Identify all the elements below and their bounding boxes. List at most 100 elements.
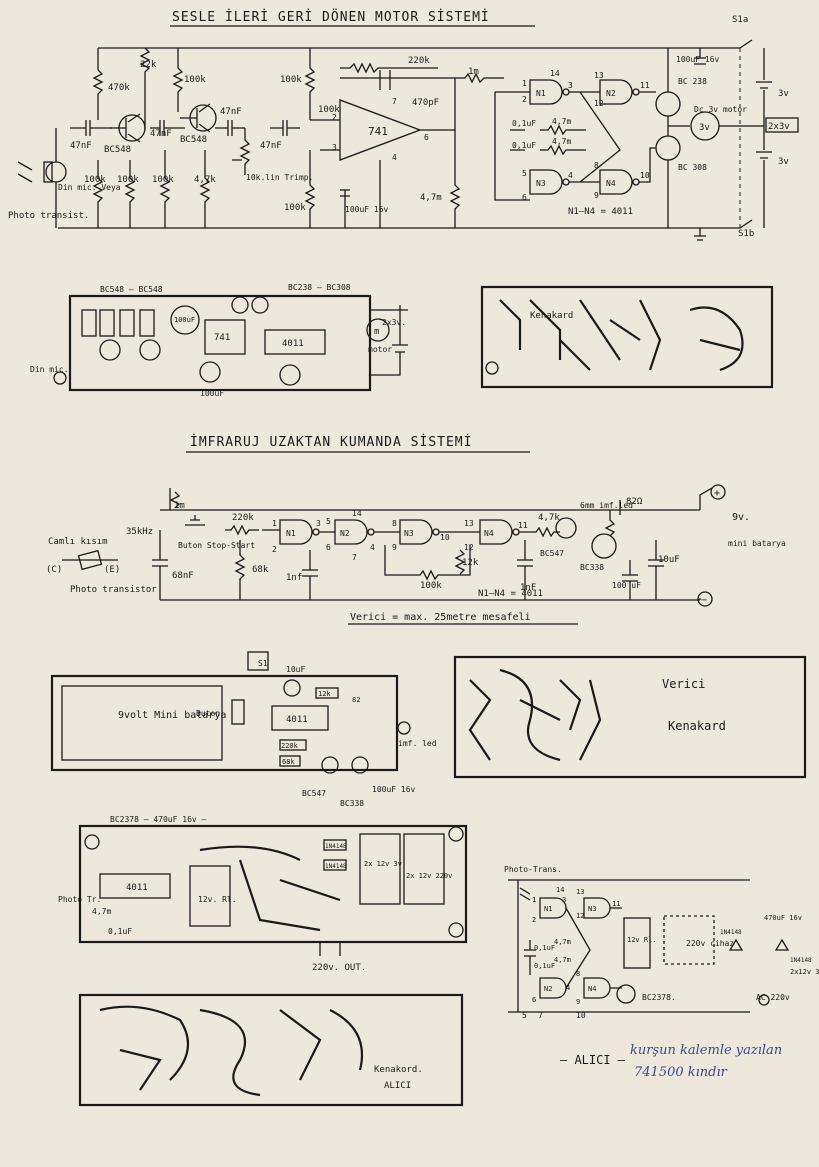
svg-text:2: 2 [332,113,337,122]
svg-text:N3: N3 [536,179,546,188]
svg-text:6: 6 [424,133,429,142]
svg-text:N1: N1 [536,89,546,98]
svg-text:82Ω: 82Ω [626,497,643,507]
svg-text:6: 6 [326,543,331,552]
svg-text:N1–N4 = 4011: N1–N4 = 4011 [568,207,633,217]
svg-text:7: 7 [352,553,357,562]
svg-text:N2: N2 [606,89,616,98]
svg-text:68nF: 68nF [172,571,194,581]
svg-text:BC338: BC338 [580,563,604,572]
svg-text:4: 4 [566,984,570,992]
svg-text:BC2378.: BC2378. [642,993,676,1002]
svg-text:0,1uF: 0,1uF [534,962,555,970]
svg-text:(E): (E) [104,565,120,575]
motor-pcb: Kenakard [480,285,774,389]
svg-text:14: 14 [550,69,560,78]
svg-text:N1–N4 = 4011: N1–N4 = 4011 [478,589,543,599]
svg-text:220v cihaz: 220v cihaz [686,939,734,948]
svg-text:Buton Stop-Start: Buton Stop-Start [178,541,255,550]
svg-text:4: 4 [370,543,375,552]
svg-text:100uF: 100uF [200,389,224,398]
svg-text:1nF: 1nF [520,583,536,593]
svg-text:8: 8 [576,970,580,978]
svg-text:1: 1 [522,79,527,88]
svg-text:741: 741 [368,125,388,138]
svg-text:47nF: 47nF [260,141,282,151]
pencil-note-line1: kurşun kalemle yazılan [630,1043,782,1058]
svg-text:7: 7 [538,1011,543,1020]
svg-text:2: 2 [272,545,277,554]
svg-text:220k: 220k [232,513,254,523]
svg-text:47nF: 47nF [220,107,242,117]
svg-text:9: 9 [594,191,599,200]
svg-text:9v.: 9v. [732,512,750,523]
svg-text:7: 7 [392,97,397,106]
svg-text:4,7m: 4,7m [552,137,571,146]
svg-text:4,7m: 4,7m [420,193,442,203]
svg-text:N1: N1 [286,529,296,538]
svg-text:BC 238: BC 238 [678,77,707,86]
svg-text:0,1uF: 0,1uF [108,927,132,936]
svg-text:BC548 – BC548: BC548 – BC548 [100,285,163,294]
svg-text:1: 1 [272,519,277,528]
svg-text:470k: 470k [108,83,130,93]
svg-text:6mm imf.led: 6mm imf.led [580,501,633,510]
svg-text:220v. OUT.: 220v. OUT. [312,963,366,973]
svg-text:12v Rl.: 12v Rl. [627,936,657,944]
svg-text:S1: S1 [258,659,268,668]
svg-text:2x12v 3v.: 2x12v 3v. [790,968,819,976]
svg-text:3: 3 [332,143,337,152]
svg-text:mini batarya: mini batarya [728,539,786,548]
svg-text:100k: 100k [184,75,206,85]
svg-text:220k: 220k [408,56,430,66]
svg-text:82: 82 [352,696,360,704]
svg-text:3: 3 [568,81,573,90]
svg-text:4,7m: 4,7m [554,956,571,964]
svg-text:11: 11 [518,521,528,530]
svg-text:4: 4 [568,171,573,180]
svg-text:10: 10 [440,533,450,542]
svg-text:Photo transist.: Photo transist. [8,211,89,221]
svg-text:BC338: BC338 [340,799,364,808]
svg-text:3v: 3v [778,157,789,167]
svg-text:9: 9 [576,998,580,1006]
svg-text:5: 5 [522,169,527,178]
svg-text:100k: 100k [318,105,340,115]
svg-text:12: 12 [576,912,584,920]
svg-text:22k: 22k [140,60,157,70]
svg-text:1N4148: 1N4148 [325,863,347,870]
svg-text:12: 12 [464,543,474,552]
svg-text:4011: 4011 [282,339,304,349]
svg-text:0,1uF: 0,1uF [512,119,536,128]
svg-text:N3: N3 [588,905,596,913]
svg-text:1m: 1m [468,67,479,77]
svg-text:BC547: BC547 [540,549,564,558]
svg-text:BC2378 – 470uF 16v –: BC2378 – 470uF 16v – [110,815,207,824]
svg-text:13: 13 [576,888,584,896]
svg-text:100k: 100k [284,203,306,213]
title-remote: İMFRARUJ UZAKTAN KUMANDA SİSTEMİ [190,434,472,450]
svg-text:N2: N2 [544,985,552,993]
svg-text:3: 3 [562,896,566,904]
svg-text:11: 11 [612,900,620,908]
svg-text:13: 13 [464,519,474,528]
svg-text:68k: 68k [282,758,295,766]
svg-text:14: 14 [556,886,564,894]
svg-text:12v. Rl.: 12v. Rl. [198,895,237,904]
svg-text:100k: 100k [152,175,174,185]
svg-text:1: 1 [532,896,536,904]
svg-text:100k: 100k [84,175,106,185]
svg-text:Kenakard: Kenakard [530,311,573,321]
motor-schematic: 3v 470k 22k 100k 100k 47nF 47nF 47nF 47n… [8,15,799,241]
svg-text:6: 6 [522,193,527,202]
svg-text:Din mic.: Din mic. [30,365,69,374]
rx-pcb: Kenakord. ALICI [78,993,464,1107]
svg-text:1N4148: 1N4148 [325,843,347,850]
svg-text:100k: 100k [280,75,302,85]
svg-text:Din mic. Veya: Din mic. Veya [58,183,121,192]
svg-text:Verici: Verici [662,677,705,691]
svg-text:10: 10 [576,1011,586,1020]
svg-text:3v: 3v [778,89,789,99]
svg-text:Kenakord.: Kenakord. [374,1065,423,1075]
svg-text:5: 5 [326,517,331,526]
